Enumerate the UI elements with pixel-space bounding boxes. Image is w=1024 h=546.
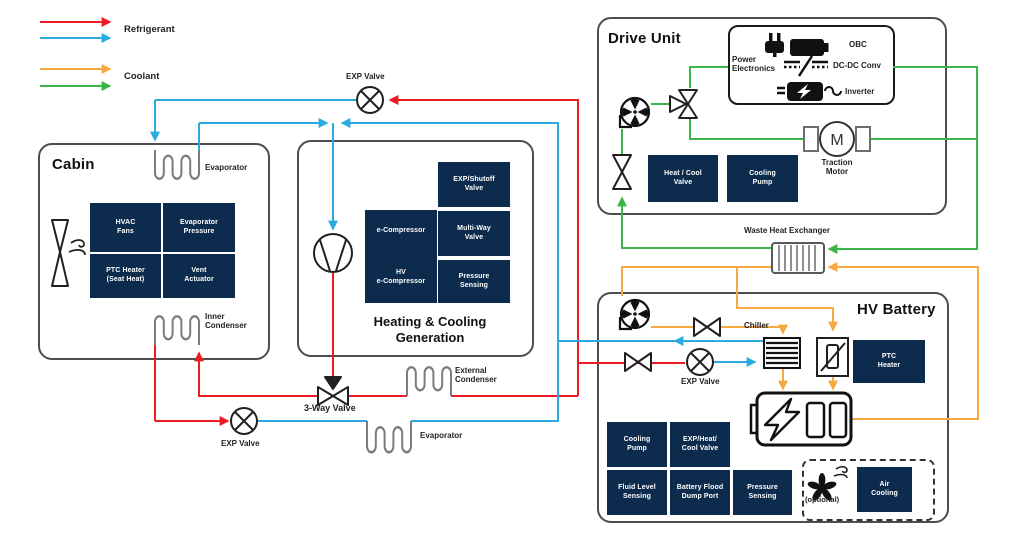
outside-evaporator-coil-icon <box>365 419 413 454</box>
hcg-pressure-box: Pressure Sensing <box>438 260 510 303</box>
legend-arrows <box>40 17 112 91</box>
battery-coolant-valve-icon <box>693 317 721 337</box>
traction-motor-label: Traction Motor <box>821 158 853 177</box>
battery-shutoff-valve-icon <box>624 352 652 372</box>
obc-label: OBC <box>849 40 867 49</box>
inverter-icon <box>777 82 842 101</box>
drive-unit-box <box>597 17 947 215</box>
heating-cooling-box <box>297 140 534 357</box>
outside-evaporator-label: Evaporator <box>420 431 463 440</box>
legend-coolant-label: Coolant <box>124 71 160 82</box>
cabin-evaporator-label: Evaporator <box>205 163 248 172</box>
drive-heat-cool-valve-box: Heat / Cool Valve <box>648 155 718 202</box>
refrigerant-cold-lines <box>155 99 764 422</box>
chiller-icon <box>763 337 801 369</box>
dcdc-icon <box>784 55 828 77</box>
battery-fluid-level-box: Fluid Level Sensing <box>607 470 667 515</box>
hcg-hv-ecompressor-label: HV e-Compressor <box>376 268 426 285</box>
hv-battery-box <box>597 292 949 523</box>
chiller-label: Chiller <box>744 321 769 330</box>
drive-unit-title: Drive Unit <box>608 30 681 47</box>
drive-pump-icon <box>618 96 651 129</box>
exp-valve-top-label: EXP Valve <box>346 72 385 81</box>
battery-icon <box>749 391 853 447</box>
drive-heat-cool-valve-icon <box>612 154 632 190</box>
drive-cooling-pump-box: Cooling Pump <box>727 155 798 202</box>
hcg-exp-shutoff-box: EXP/Shutoff Valve <box>438 162 510 207</box>
optional-fan-icon <box>807 473 837 501</box>
power-electronics-label: Power Electronics <box>732 55 776 74</box>
external-condenser-label: External Condenser <box>455 366 497 385</box>
compressor-icon <box>313 233 353 273</box>
battery-pump-icon <box>618 298 651 331</box>
exp-valve-battery-icon <box>686 348 714 376</box>
inverter-label: Inverter <box>845 87 875 96</box>
cabin-hvac-fans-box: HVAC Fans <box>90 203 161 252</box>
hcg-compressor-box: e-Compressor HV e-Compressor <box>365 210 437 303</box>
three-way-valve-icon <box>317 376 349 406</box>
inner-condenser-label: Inner Condenser <box>205 312 247 331</box>
optional-airflow-icon <box>833 465 848 479</box>
hcg-title: Heating & Cooling Generation <box>373 314 487 346</box>
battery-flood-dump-box: Battery Flood Dump Port <box>670 470 730 515</box>
hv-battery-title: HV Battery <box>857 301 936 318</box>
battery-cooling-pump-box: Cooling Pump <box>607 422 667 467</box>
inner-condenser-coil-icon <box>153 315 201 347</box>
traction-motor-icon: M <box>803 121 871 157</box>
dcdc-label: DC-DC Conv <box>833 61 881 70</box>
obc-icon <box>765 33 829 57</box>
refrigerant-hot-lines <box>154 95 685 421</box>
battery-air-cooling-box: Air Cooling <box>857 467 912 512</box>
hcg-ecompressor-label: e-Compressor <box>376 226 426 234</box>
exp-valve-lower-label: EXP Valve <box>221 439 260 448</box>
drive-three-way-valve-icon <box>669 89 698 119</box>
cabin-evaporator-coil-icon <box>153 148 201 180</box>
battery-pressure-box: Pressure Sensing <box>733 470 792 515</box>
cabin-airflow-icon <box>68 239 86 256</box>
battery-ptc-heater-box: PTC Heater <box>853 340 925 383</box>
exp-valve-lower-icon <box>230 407 258 435</box>
legend-refrigerant-label: Refrigerant <box>124 24 175 35</box>
battery-heating-element-icon <box>816 337 849 377</box>
three-way-valve-label: 3-Way Valve <box>304 403 356 413</box>
cabin-ptc-heater-box: PTC Heater (Seat Heat) <box>90 254 161 298</box>
waste-heat-exchanger-icon <box>771 242 825 274</box>
exp-valve-top-icon <box>356 86 384 114</box>
motor-letter: M <box>830 132 843 149</box>
waste-heat-exchanger-label: Waste Heat Exchanger <box>744 226 830 235</box>
exp-valve-battery-label: EXP Valve <box>681 377 720 386</box>
hcg-multiway-box: Multi-Way Valve <box>438 211 510 256</box>
cabin-vent-actuator-box: Vent Actuator <box>163 254 235 298</box>
external-condenser-coil-icon <box>405 366 453 398</box>
cabin-fan-icon <box>51 219 69 287</box>
cabin-evap-pressure-box: Evaporator Pressure <box>163 203 235 252</box>
coolant-cool-lines <box>617 66 978 254</box>
cabin-title: Cabin <box>52 156 95 173</box>
battery-exp-heat-cool-box: EXP/Heat/ Cool Valve <box>670 422 730 467</box>
optional-label: (optional) <box>805 495 840 504</box>
